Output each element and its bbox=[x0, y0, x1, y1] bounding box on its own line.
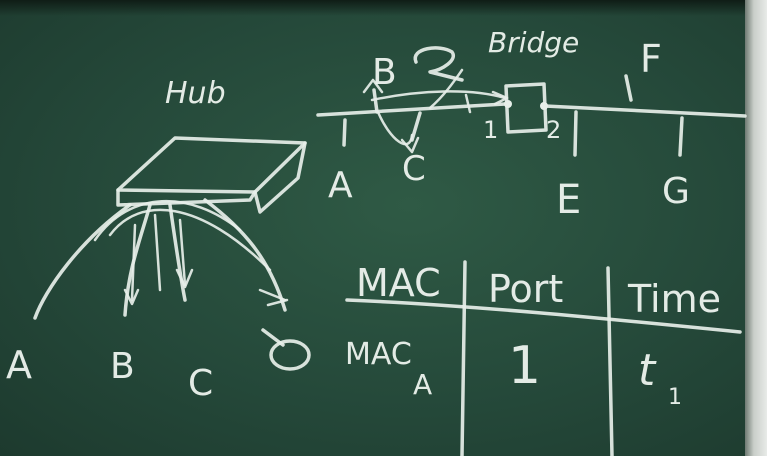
hub-box bbox=[116, 136, 307, 214]
board-top-shadow bbox=[0, 0, 767, 16]
table-header-mac: MAC bbox=[356, 261, 441, 305]
bridge-port-1-dot bbox=[504, 100, 512, 108]
chalkboard bbox=[0, 0, 745, 456]
hub-host-d-glyph bbox=[269, 339, 311, 371]
bridge-host-e: E bbox=[556, 177, 581, 223]
bridge-box bbox=[504, 82, 548, 134]
bridge-host-c: C bbox=[402, 149, 426, 189]
table-cell-port: 1 bbox=[508, 336, 541, 396]
bridge-host-f: F bbox=[640, 37, 662, 81]
bridge-port-2-dot bbox=[540, 102, 548, 110]
hub-host-a: A bbox=[6, 343, 32, 387]
hub-broadcast-arrows bbox=[93, 200, 289, 307]
table-cell-time-subscript: 1 bbox=[668, 385, 682, 410]
hub-host-b: B bbox=[110, 346, 135, 387]
table-header-time: Time bbox=[627, 277, 721, 321]
table-cell-mac: MAC bbox=[345, 337, 412, 372]
bridge-host-b: B bbox=[372, 52, 397, 93]
hub-host-d-stroke bbox=[261, 328, 285, 347]
bridge-port-2-label: 2 bbox=[546, 116, 561, 144]
hub-host-c: C bbox=[188, 363, 213, 404]
bridge-left-segment bbox=[316, 102, 507, 117]
table-cell-mac-subscript: A bbox=[413, 368, 432, 401]
bridge-host-d-glyph bbox=[413, 46, 464, 82]
bridge-port-1-label: 1 bbox=[483, 116, 498, 144]
bridge-right-segment bbox=[543, 104, 747, 118]
table-cell-time: t bbox=[638, 345, 657, 396]
hub-cables bbox=[33, 198, 287, 320]
bridge-traffic-arrows bbox=[362, 68, 509, 154]
bridge-host-taps bbox=[342, 74, 684, 157]
hub-title: Hub bbox=[165, 76, 226, 111]
mac-table-grid bbox=[345, 260, 742, 456]
bridge-host-g: G bbox=[662, 171, 690, 212]
bridge-title: Bridge bbox=[488, 26, 579, 59]
bridge-host-a: A bbox=[328, 165, 353, 206]
board-frame-edge bbox=[745, 0, 767, 456]
table-header-port: Port bbox=[488, 267, 563, 311]
